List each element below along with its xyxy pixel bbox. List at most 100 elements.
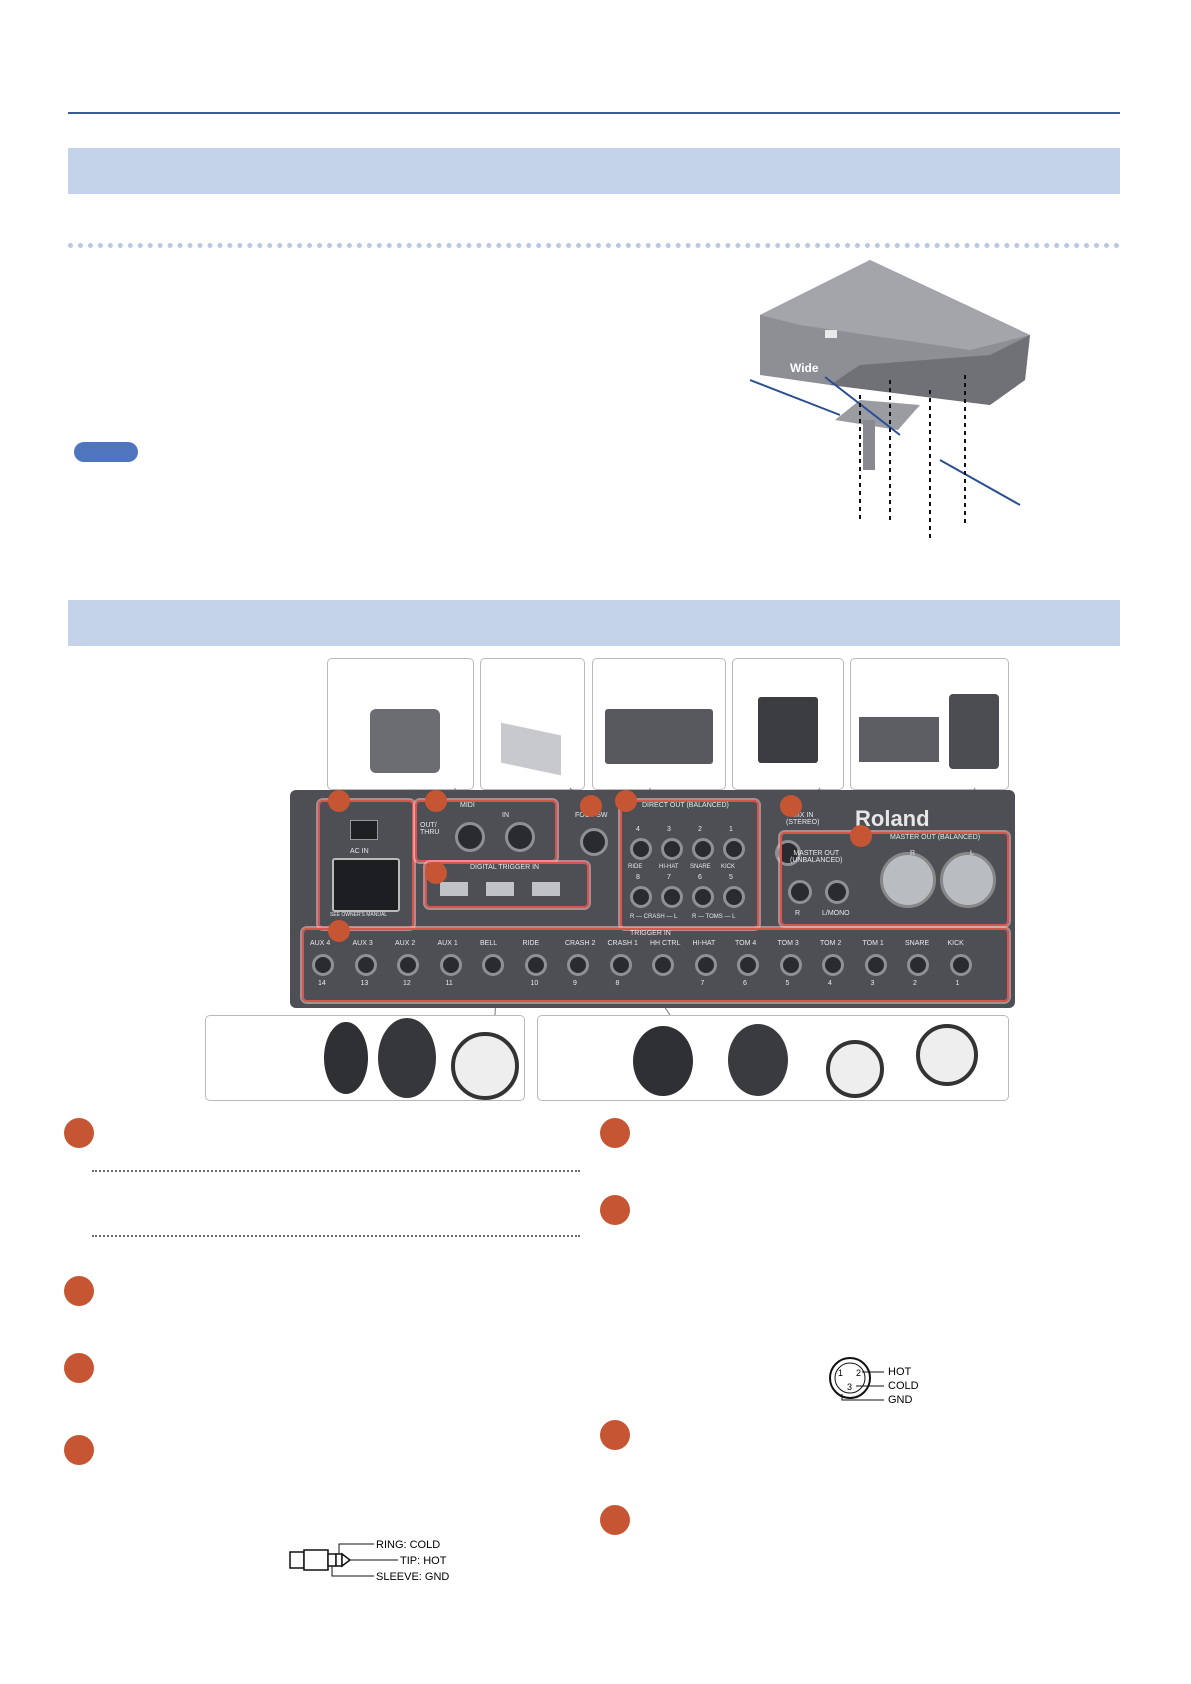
trigger-in-jack[interactable] <box>737 954 759 976</box>
trigger-in-number: 2 <box>913 980 917 987</box>
trigger-in-number: 1 <box>955 980 960 987</box>
panel-badge-1 <box>328 790 350 812</box>
digital-trigger-port-1[interactable] <box>532 882 560 896</box>
trigger-in-jack[interactable] <box>482 954 504 976</box>
trigger-in-jack[interactable] <box>949 954 972 976</box>
mix-in-jack[interactable] <box>775 840 801 866</box>
master-out-unbalanced-title: MASTER OUT (UNBALANCED) <box>790 850 843 864</box>
subsection-divider <box>68 243 1120 248</box>
digital-trigger-port-2[interactable] <box>486 882 514 896</box>
amp-image <box>949 694 999 769</box>
master-out-unbal-l[interactable] <box>825 880 849 904</box>
trigger-in-jack[interactable] <box>864 954 887 976</box>
direct-out-jack[interactable] <box>692 886 714 908</box>
item-badge-2 <box>64 1276 94 1306</box>
trigger-in-jack[interactable] <box>524 954 547 976</box>
master-out-section <box>780 832 1009 926</box>
trigger-in-label: CRASH 2 <box>565 940 596 947</box>
pad-box-digital <box>205 1015 525 1101</box>
mixer-image <box>605 709 713 764</box>
item-badge-1 <box>64 1118 94 1148</box>
ac-in-label: AC IN <box>350 848 369 855</box>
device-box-footswitch <box>480 658 585 790</box>
trigger-in-jack[interactable] <box>354 954 377 976</box>
rear-panel: AC IN SEE OWNER'S MANUAL MIDI OUT/ THRU … <box>290 790 1015 1008</box>
direct-out-jack[interactable] <box>661 886 683 908</box>
panel-badge-2 <box>425 790 447 812</box>
direct-out-label: HI-HAT <box>659 864 679 870</box>
tom-image <box>826 1040 884 1098</box>
trigger-in-jack[interactable] <box>609 954 632 976</box>
trigger-in-label: TOM 3 <box>777 940 799 947</box>
trigger-in-jack[interactable] <box>567 954 589 976</box>
xlr-hot-label: HOT <box>888 1366 912 1378</box>
direct-out-jack[interactable] <box>723 886 745 908</box>
trs-plug-diagram: RING: COLD TIP: HOT SLEEVE: GND <box>289 1539 449 1583</box>
xlr-pin-3: 3 <box>847 1382 852 1392</box>
trigger-in-jack[interactable] <box>822 954 844 976</box>
item-badge-4 <box>64 1435 94 1465</box>
master-out-balanced-title: MASTER OUT (BALANCED) <box>890 834 981 841</box>
direct-out-group-label: R — TOMS — L <box>692 914 736 920</box>
bal-l-label: L <box>970 850 974 857</box>
direct-out-jack[interactable] <box>723 838 745 860</box>
digital-trigger-section <box>425 862 589 908</box>
trigger-in-section <box>302 928 1009 1002</box>
trigger-in-jack[interactable] <box>312 954 334 976</box>
direct-out-jack[interactable] <box>661 838 683 860</box>
trigger-in-jack[interactable] <box>779 954 802 976</box>
trigger-in-jack[interactable] <box>439 954 462 976</box>
item-badge-7 <box>600 1420 630 1450</box>
cymbal-image-4 <box>728 1024 788 1096</box>
xlr-gnd-label: GND <box>888 1394 913 1406</box>
sampling-pad-image <box>758 697 818 763</box>
dotted-divider-2 <box>92 1235 580 1237</box>
trigger-in-label: BELL <box>480 940 498 947</box>
panel-badge-8 <box>328 920 350 942</box>
snare-image <box>451 1032 519 1100</box>
master-out-xlr-r[interactable] <box>880 852 936 908</box>
trigger-in-jack[interactable] <box>652 954 674 976</box>
device-box-sampling-pad <box>732 658 844 790</box>
trigger-in-number: 3 <box>870 980 875 987</box>
midi-in-label: IN <box>502 812 509 819</box>
master-out-xlr-l[interactable] <box>940 852 996 908</box>
trigger-in-jack[interactable] <box>397 954 419 976</box>
master-out-unbal-r[interactable] <box>788 880 812 904</box>
direct-out-label: SNARE <box>690 864 711 870</box>
pad-box-analog <box>537 1015 1009 1101</box>
panel-badge-6 <box>850 825 872 847</box>
digital-trigger-title: DIGITAL TRIGGER IN <box>470 864 540 871</box>
midi-out-thru-port[interactable] <box>455 822 485 852</box>
panel-badge-7 <box>425 862 447 884</box>
ac-in-socket[interactable] <box>332 858 400 912</box>
midi-out-thru-label: OUT/ THRU <box>420 822 440 836</box>
trigger-in-label: AUX 3 <box>352 940 373 947</box>
trigger-in-label: RIDE <box>522 940 540 947</box>
panel-badge-3 <box>580 795 602 817</box>
direct-out-jack[interactable] <box>692 838 714 860</box>
device-box-mixer-amp <box>850 658 1009 790</box>
device-box-mixer <box>592 658 726 790</box>
trigger-in-title: TRIGGER IN <box>630 930 671 937</box>
direct-out-num: 5 <box>729 874 733 881</box>
bal-r-label: R <box>910 850 916 857</box>
xlr-pin-1: 1 <box>838 1368 843 1378</box>
direct-out-title: DIRECT OUT (BALANCED) <box>642 802 729 809</box>
direct-out-jack[interactable] <box>630 838 652 860</box>
trigger-in-jack[interactable] <box>694 954 717 976</box>
direct-out-jack[interactable] <box>630 886 652 908</box>
stand-mount-illustration: Wide <box>749 260 1030 540</box>
digital-trigger-port-3[interactable] <box>440 882 468 896</box>
header-rule <box>68 112 1120 114</box>
memo-badge <box>74 442 138 462</box>
trigger-in-jack[interactable] <box>907 954 929 976</box>
foot-sw-jack[interactable] <box>580 828 608 856</box>
trigger-in-label: AUX 1 <box>437 940 458 947</box>
power-switch[interactable] <box>350 820 378 840</box>
unbal-r-label: R <box>795 910 801 917</box>
midi-in-port[interactable] <box>505 822 535 852</box>
